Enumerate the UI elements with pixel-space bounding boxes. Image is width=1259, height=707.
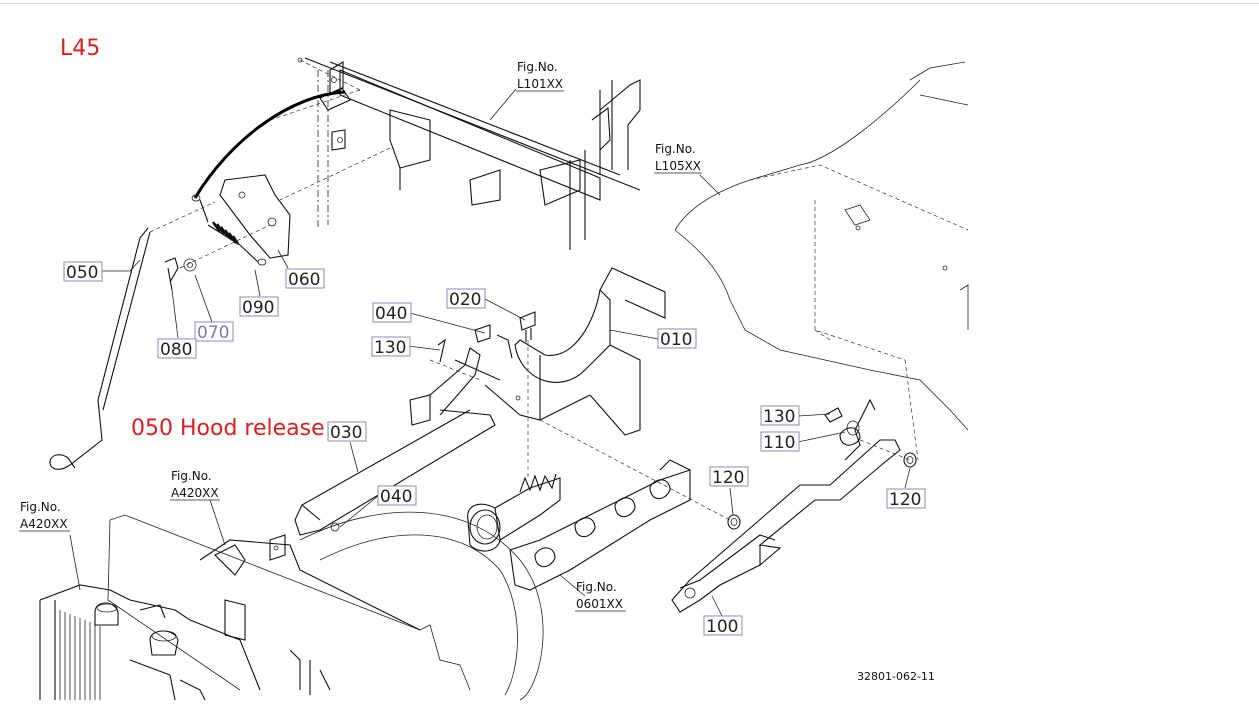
part-label-040-lower[interactable]: 040 xyxy=(377,485,417,507)
fig-ref-a420xx-left[interactable]: Fig.No. A420XX xyxy=(19,500,70,532)
svg-text:040: 040 xyxy=(380,487,412,507)
part-label-130-right[interactable]: 130 xyxy=(760,405,800,427)
part-label-060[interactable]: 060 xyxy=(285,268,325,290)
part-number-labels: 050 060 090 070 080 040 xyxy=(63,261,926,637)
svg-text:060: 060 xyxy=(288,270,320,290)
part-label-070[interactable]: 070 xyxy=(194,321,234,343)
svg-text:A420XX: A420XX xyxy=(20,517,68,531)
upper-frame-drawing xyxy=(269,57,641,250)
svg-text:0601XX: 0601XX xyxy=(576,597,623,611)
part-label-130-left[interactable]: 130 xyxy=(371,336,411,358)
part-label-010[interactable]: 010 xyxy=(657,328,697,350)
hood-panel-drawing xyxy=(674,61,969,461)
svg-text:090: 090 xyxy=(242,298,274,318)
part-label-050[interactable]: 050 xyxy=(63,261,103,283)
svg-text:A420XX: A420XX xyxy=(171,486,219,500)
svg-text:070: 070 xyxy=(197,323,229,343)
release-lever xyxy=(294,338,501,536)
svg-text:030: 030 xyxy=(330,423,362,443)
figure-references: Fig.No. L101XX Fig.No. L105XX Fig.No. A4… xyxy=(19,60,702,612)
fig-ref-0601xx[interactable]: Fig.No. 0601XX xyxy=(575,580,626,612)
svg-text:Fig.No.: Fig.No. xyxy=(517,60,558,74)
svg-text:L101XX: L101XX xyxy=(517,77,563,91)
svg-text:130: 130 xyxy=(374,338,406,358)
svg-text:020: 020 xyxy=(449,290,481,310)
part-label-080[interactable]: 080 xyxy=(157,338,197,360)
part-label-100[interactable]: 100 xyxy=(703,615,743,637)
part-label-040-upper[interactable]: 040 xyxy=(372,302,412,324)
svg-text:010: 010 xyxy=(660,330,692,350)
latch-plate-and-spring xyxy=(164,174,291,291)
part-label-120-left[interactable]: 120 xyxy=(709,466,749,488)
svg-text:100: 100 xyxy=(706,617,738,637)
drawing-code: 32801-062-11 xyxy=(857,670,935,683)
right-lever-assembly xyxy=(671,398,917,613)
part-label-030[interactable]: 030 xyxy=(327,421,367,443)
hood-release-rod xyxy=(49,90,346,470)
svg-text:Fig.No.: Fig.No. xyxy=(171,469,212,483)
svg-text:Fig.No.: Fig.No. xyxy=(576,580,617,594)
svg-text:050: 050 xyxy=(66,263,98,283)
fig-ref-a420xx-top[interactable]: Fig.No. A420XX xyxy=(170,469,220,501)
hood-release-annotation: 050 Hood release xyxy=(131,416,325,441)
leader-lines xyxy=(69,88,911,617)
svg-text:110: 110 xyxy=(763,433,795,453)
svg-text:040: 040 xyxy=(375,304,407,324)
part-label-020[interactable]: 020 xyxy=(446,288,486,310)
part-label-110[interactable]: 110 xyxy=(760,431,800,453)
top-divider xyxy=(0,3,1259,4)
fig-ref-l101xx[interactable]: Fig.No. L101XX xyxy=(516,60,564,92)
svg-text:120: 120 xyxy=(712,468,744,488)
support-bracket xyxy=(474,267,731,521)
svg-text:Fig.No.: Fig.No. xyxy=(20,500,61,514)
svg-text:120: 120 xyxy=(889,490,921,510)
svg-text:L105XX: L105XX xyxy=(655,159,701,173)
svg-text:Fig.No.: Fig.No. xyxy=(655,142,696,156)
fig-ref-l105xx[interactable]: Fig.No. L105XX xyxy=(654,142,702,174)
svg-text:130: 130 xyxy=(763,407,795,427)
model-title: L45 xyxy=(60,36,100,61)
part-label-120-right[interactable]: 120 xyxy=(886,488,926,510)
svg-text:080: 080 xyxy=(160,340,192,360)
exhaust-manifold xyxy=(467,459,691,591)
part-label-090[interactable]: 090 xyxy=(239,296,279,318)
radiator-and-shroud xyxy=(39,511,544,701)
